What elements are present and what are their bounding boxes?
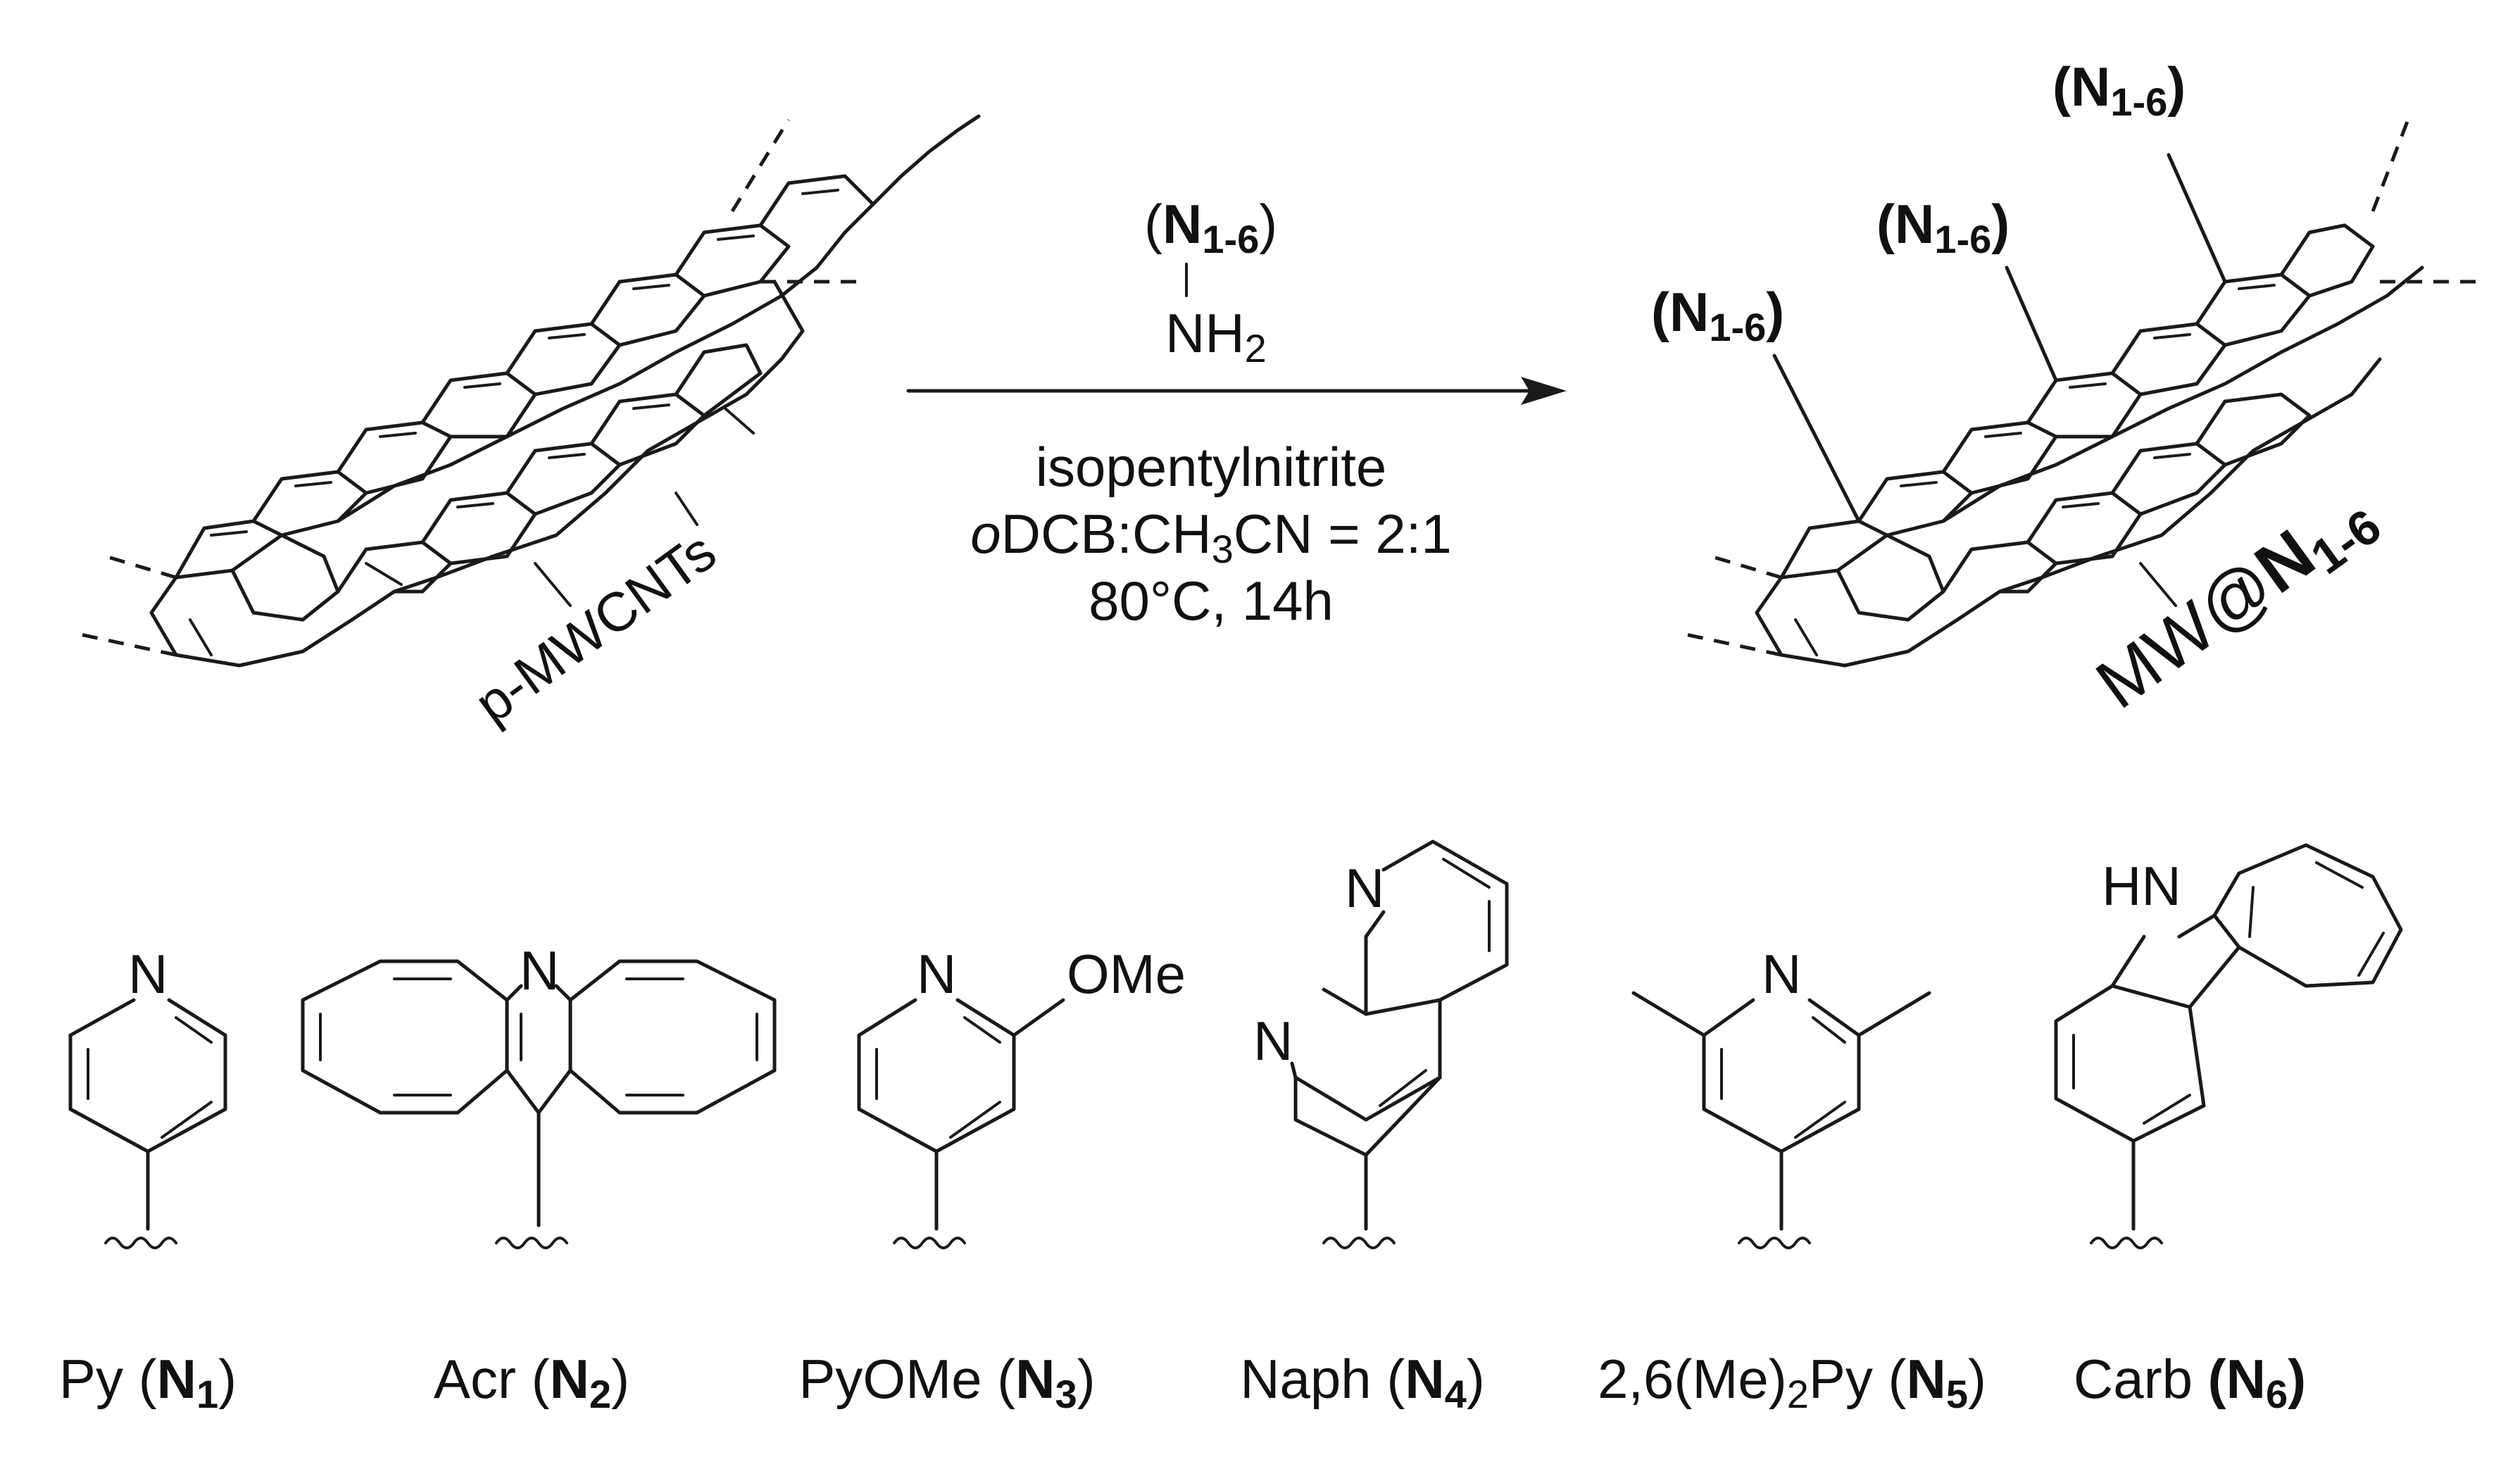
product-label: MW@N1-6	[2082, 473, 2390, 730]
svg-text:isopentylnitrite: isopentylnitrite	[1036, 436, 1387, 498]
svg-text:(N1-6): (N1-6)	[1876, 193, 2010, 261]
svg-text:(N1-6): (N1-6)	[1651, 281, 1784, 349]
svg-text:80°C, 14h: 80°C, 14h	[1089, 570, 1334, 632]
structure-n1-pyridine: N	[68, 943, 227, 1249]
product-substituent-labels: (N1-6) (N1-6) (N1-6)	[1651, 56, 2186, 349]
svg-text:(N1-6): (N1-6)	[1144, 193, 1277, 261]
label-n4: Naph (N4)	[1240, 1348, 1485, 1416]
reaction-conditions: isopentylnitrite oDCB:CH3CN = 2:1 80°C, …	[970, 436, 1452, 632]
n4-atom-a: N	[1345, 857, 1384, 919]
nanotube-start	[77, 114, 981, 668]
n6-nh: HN	[2102, 855, 2181, 917]
n3-atom: N	[917, 943, 956, 1005]
structure-n3-methoxypyridine: N OMe	[857, 943, 1186, 1249]
label-n5: 2,6(Me)2Py (N5)	[1598, 1348, 1986, 1416]
n4-atom-b: N	[1253, 1010, 1293, 1072]
n3-methoxy: OMe	[1067, 943, 1186, 1005]
structure-n2-acridine: N	[301, 939, 777, 1249]
label-n1: Py (N1)	[59, 1348, 237, 1416]
structure-n5-lutidine: N	[1631, 943, 1931, 1249]
n1-atom: N	[128, 943, 168, 1005]
label-n3: PyOMe (N3)	[798, 1348, 1095, 1416]
label-n6: Carb (N6)	[2074, 1348, 2306, 1416]
ligand-labels: Py (N1) Acr (N2) PyOMe (N3) Naph (N4) 2,…	[59, 1348, 2306, 1416]
reaction-arrow	[906, 377, 1567, 405]
label-n2: Acr (N2)	[434, 1348, 629, 1416]
n5-atom: N	[1762, 943, 1801, 1005]
n2-atom: N	[520, 939, 559, 1001]
svg-text:NH2: NH2	[1165, 302, 1267, 370]
svg-text:(N1-6): (N1-6)	[2052, 56, 2186, 124]
reagent-amine: (N1-6) NH2	[1144, 193, 1277, 370]
structure-n6-carbazole: HN	[2054, 843, 2403, 1249]
nanotube-product	[1682, 119, 2485, 668]
svg-text:oDCB:CH3CN = 2:1: oDCB:CH3CN = 2:1	[970, 503, 1452, 571]
structure-n4-naphthyridine: N N	[1253, 839, 1509, 1249]
